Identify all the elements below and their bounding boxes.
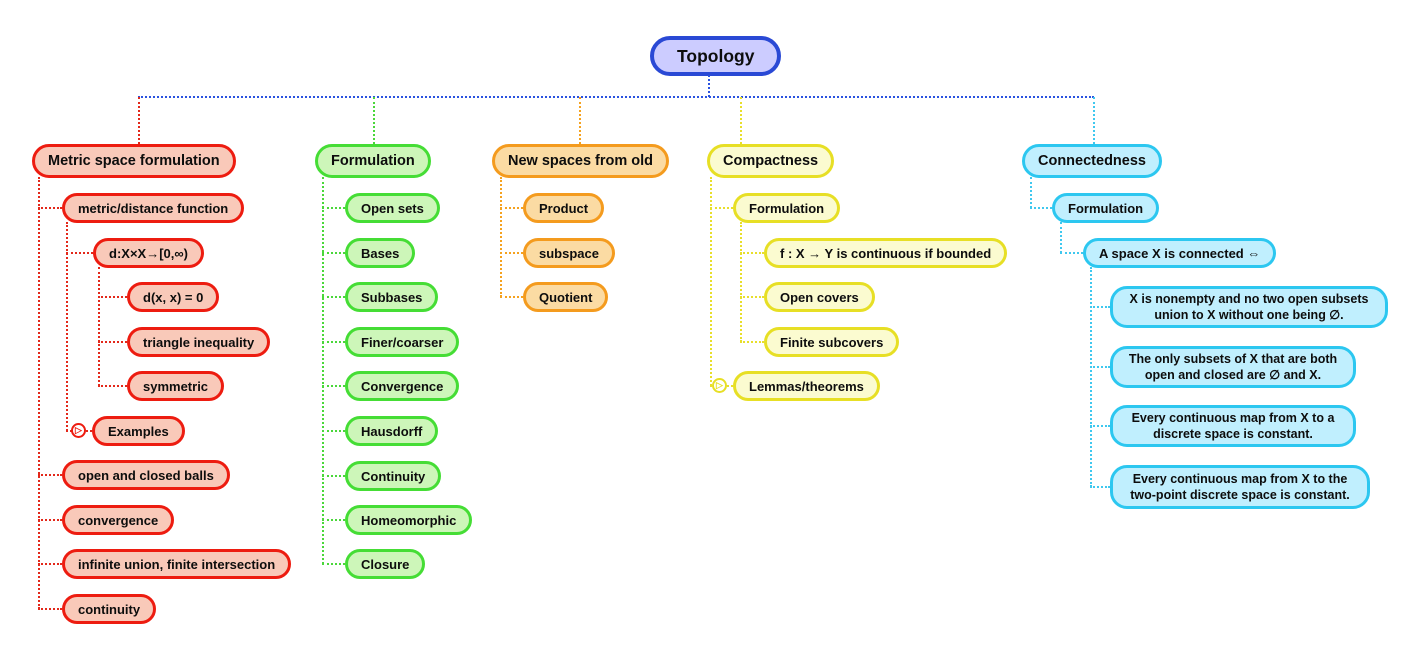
node-quotient[interactable]: Quotient bbox=[523, 282, 609, 312]
connector-orange-stub bbox=[500, 252, 523, 254]
connector-green-stub bbox=[322, 341, 345, 343]
connector-green-trunk bbox=[322, 177, 324, 564]
connector-drop-orange bbox=[579, 97, 581, 144]
node-metric-space-formulation[interactable]: Metric space formulation bbox=[32, 144, 236, 178]
node-formulation-connectedness[interactable]: Formulation bbox=[1052, 193, 1160, 223]
connector-green-stub bbox=[322, 385, 345, 387]
node-metric-distance-function[interactable]: metric/distance function bbox=[62, 193, 245, 223]
node-hausdorff[interactable]: Hausdorff bbox=[345, 416, 439, 446]
node-product[interactable]: Product bbox=[523, 193, 605, 223]
connector-red-stub bbox=[98, 296, 127, 298]
connector-red-trunk-1 bbox=[38, 177, 40, 609]
connector-yellow-stub bbox=[740, 296, 764, 298]
connector-yellow-trunk-1 bbox=[710, 177, 712, 386]
connector-red-stub bbox=[98, 385, 127, 387]
connector-root-rail bbox=[138, 96, 1094, 98]
node-convergence[interactable]: Convergence bbox=[345, 371, 460, 401]
connector-red-stub bbox=[38, 608, 62, 610]
node-formulation-green[interactable]: Formulation bbox=[315, 144, 431, 178]
node-continuous-if-bounded[interactable]: f : X → Y is continuous if bounded bbox=[764, 238, 1008, 268]
connector-cyan-stub bbox=[1090, 486, 1110, 488]
node-open-covers[interactable]: Open covers bbox=[764, 282, 875, 312]
connector-drop-green bbox=[373, 97, 375, 144]
connector-cyan-trunk-2 bbox=[1060, 222, 1062, 253]
node-lemmas-theorems[interactable]: Lemmas/theorems bbox=[733, 371, 880, 401]
connector-orange-stub bbox=[500, 296, 523, 298]
connector-green-stub bbox=[322, 475, 345, 477]
node-homeomorphic[interactable]: Homeomorphic bbox=[345, 505, 473, 535]
node-formulation-compactness[interactable]: Formulation bbox=[733, 193, 841, 223]
connector-orange-trunk bbox=[500, 177, 502, 297]
node-metric-definition[interactable]: d:X×X→[0,∞) bbox=[93, 238, 204, 268]
connector-red-stub bbox=[38, 474, 62, 476]
node-open-and-closed-balls[interactable]: open and closed balls bbox=[62, 460, 230, 490]
connector-red-trunk-2 bbox=[66, 222, 68, 431]
node-clopen-subsets-statement[interactable]: The only subsets of X that are both open… bbox=[1110, 346, 1356, 388]
connector-red-stub bbox=[38, 207, 62, 209]
connector-green-stub bbox=[322, 207, 345, 209]
connector-yellow-stub bbox=[710, 207, 733, 209]
connector-yellow-trunk-2 bbox=[740, 222, 742, 342]
connector-cyan-stub bbox=[1090, 425, 1110, 427]
connector-red-trunk-3 bbox=[98, 267, 100, 386]
connector-cyan-trunk-3 bbox=[1090, 267, 1092, 487]
connector-drop-yellow bbox=[740, 97, 742, 144]
node-subspace[interactable]: subspace bbox=[523, 238, 615, 268]
connector-green-stub bbox=[322, 563, 345, 565]
node-space-connected-iff[interactable]: A space X is connected ⇔ bbox=[1083, 238, 1277, 268]
connector-green-stub bbox=[322, 430, 345, 432]
node-continuity[interactable]: Continuity bbox=[345, 461, 442, 491]
connector-yellow-stub bbox=[740, 252, 764, 254]
node-subbases[interactable]: Subbases bbox=[345, 282, 439, 312]
node-discrete-map-constant-statement[interactable]: Every continuous map from X to a discret… bbox=[1110, 405, 1356, 447]
collapsed-node-icon[interactable]: ▷ bbox=[712, 378, 727, 393]
node-bases[interactable]: Bases bbox=[345, 238, 416, 268]
connector-red-stub bbox=[66, 252, 93, 254]
node-finer-coarser[interactable]: Finer/coarser bbox=[345, 327, 460, 357]
node-new-spaces-from-old[interactable]: New spaces from old bbox=[492, 144, 670, 178]
connector-drop-cyan bbox=[1093, 97, 1095, 144]
connector-red-stub bbox=[38, 563, 62, 565]
node-finite-subcovers[interactable]: Finite subcovers bbox=[764, 327, 900, 357]
connector-yellow-stub bbox=[740, 341, 764, 343]
node-two-point-discrete-statement[interactable]: Every continuous map from X to the two-p… bbox=[1110, 465, 1370, 509]
node-open-sets[interactable]: Open sets bbox=[345, 193, 440, 223]
connector-red-stub bbox=[38, 519, 62, 521]
node-connectedness[interactable]: Connectedness bbox=[1022, 144, 1162, 178]
node-nonempty-no-union-statement[interactable]: X is nonempty and no two open subsets un… bbox=[1110, 286, 1388, 328]
node-triangle-inequality[interactable]: triangle inequality bbox=[127, 327, 271, 357]
connector-cyan-stub bbox=[1060, 252, 1083, 254]
node-infinite-union-finite-intersection[interactable]: infinite union, finite intersection bbox=[62, 549, 292, 579]
node-identity-axiom[interactable]: d(x, x) = 0 bbox=[127, 282, 220, 312]
connector-red-stub bbox=[98, 341, 127, 343]
connector-cyan-stub bbox=[1090, 366, 1110, 368]
connector-green-stub bbox=[322, 296, 345, 298]
connector-green-stub bbox=[322, 519, 345, 521]
connector-cyan-stub bbox=[1030, 207, 1052, 209]
node-continuity-metric[interactable]: continuity bbox=[62, 594, 157, 624]
connector-root-drop bbox=[708, 75, 710, 97]
node-compactness[interactable]: Compactness bbox=[707, 144, 835, 178]
connector-green-stub bbox=[322, 252, 345, 254]
node-convergence-metric[interactable]: convergence bbox=[62, 505, 175, 535]
connector-cyan-trunk-1 bbox=[1030, 177, 1032, 208]
node-examples[interactable]: Examples bbox=[92, 416, 185, 446]
connector-orange-stub bbox=[500, 207, 523, 209]
connector-cyan-stub bbox=[1090, 306, 1110, 308]
collapsed-node-icon[interactable]: ▷ bbox=[71, 423, 86, 438]
connector-drop-red bbox=[138, 97, 140, 144]
node-topology[interactable]: Topology bbox=[650, 36, 782, 76]
node-symmetric[interactable]: symmetric bbox=[127, 371, 225, 401]
node-closure[interactable]: Closure bbox=[345, 549, 426, 579]
